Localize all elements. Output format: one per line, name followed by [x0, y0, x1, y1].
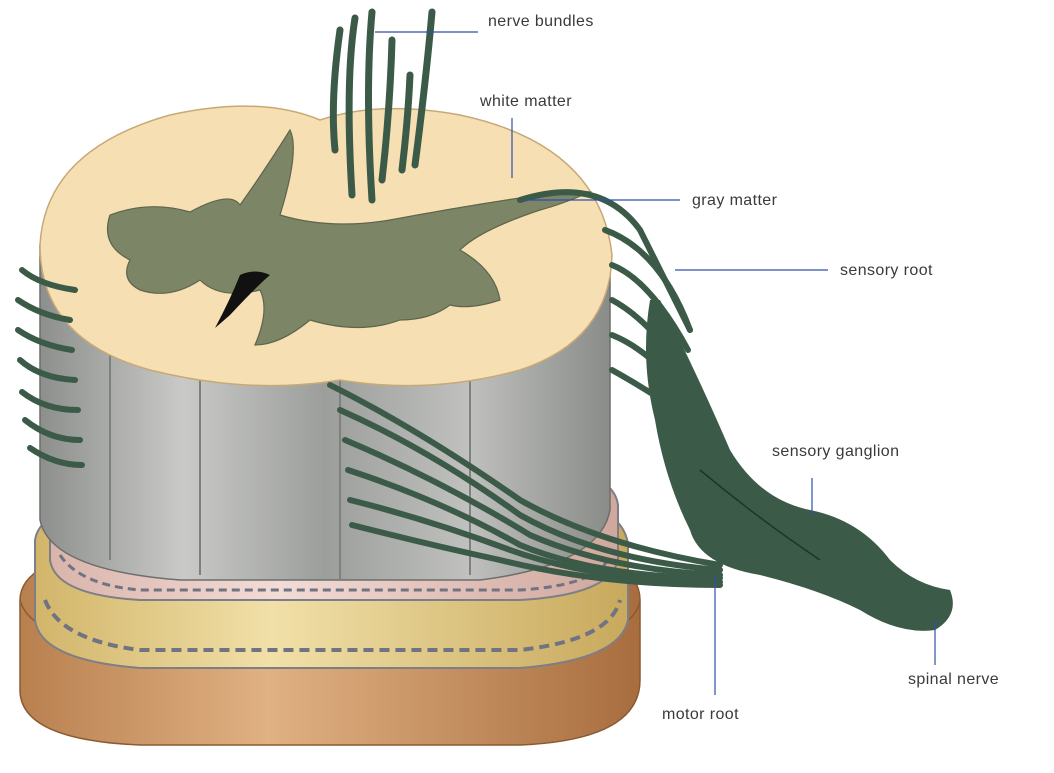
label-spinal-nerve: spinal nerve: [908, 671, 999, 688]
label-sensory-root: sensory root: [840, 262, 933, 279]
label-gray-matter: gray matter: [692, 192, 778, 209]
label-motor-root: motor root: [662, 706, 739, 723]
label-white-matter: white matter: [479, 93, 572, 110]
label-sensory-ganglion: sensory ganglion: [772, 443, 899, 460]
label-nerve-bundles: nerve bundles: [488, 13, 594, 30]
